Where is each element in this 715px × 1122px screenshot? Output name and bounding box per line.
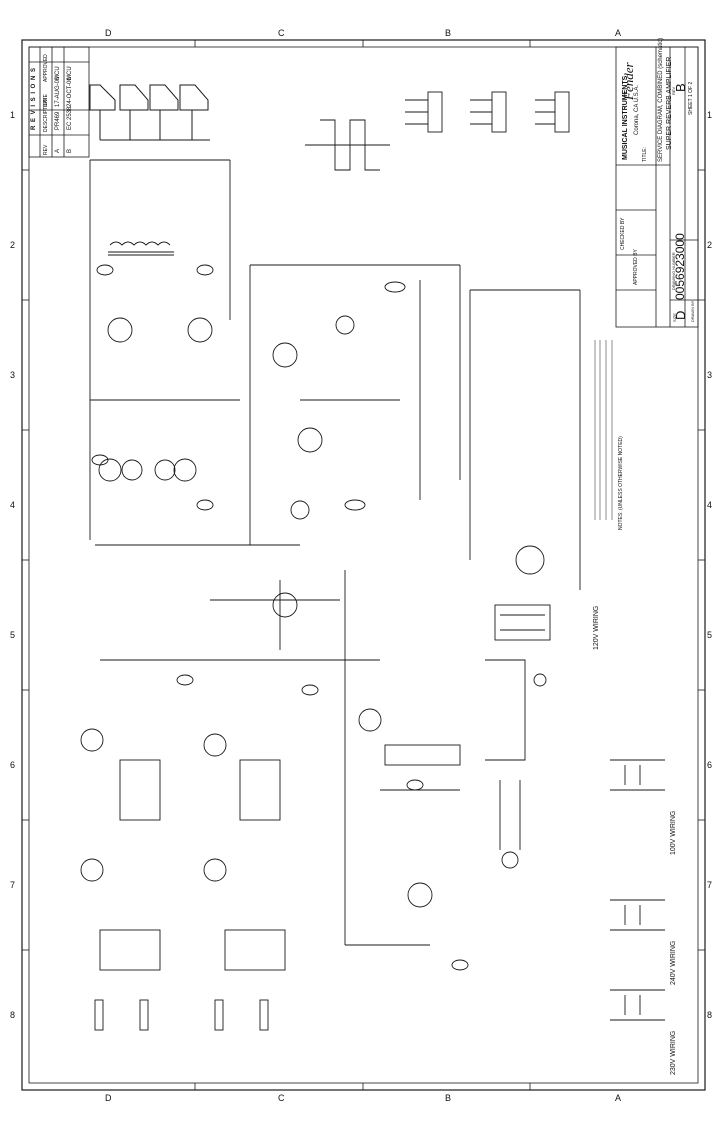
notes-heading: NOTES: (UNLESS OTHERWISE NOTED): [618, 436, 624, 530]
zone-label-bottom-B: B: [445, 1093, 452, 1103]
revisions-block: [28, 46, 90, 158]
preamp-section: [80, 570, 469, 971]
revisions-header-rev: REV: [43, 144, 49, 155]
zone-number-right-7: 7: [707, 880, 713, 890]
zone-label-top-B: B: [445, 28, 452, 38]
rev-value: B: [673, 83, 688, 92]
revisions-row-a-desc: PR469: [55, 111, 61, 130]
company-name: MUSICAL INSTRUMENTS: [622, 75, 629, 160]
revisions-row-a-date: 17-AUG-00: [55, 76, 61, 107]
size-value: D: [673, 310, 688, 320]
zone-number-left-1: 1: [10, 110, 16, 120]
wiring-label-240v: 240V WIRING: [670, 940, 677, 985]
zone-number-right-2: 2: [707, 240, 713, 250]
revisions-header-approved: APPROVED: [43, 54, 49, 82]
zone-number-left-3: 3: [10, 370, 16, 380]
zone-number-left-8: 8: [10, 1010, 16, 1020]
zone-label-top-A: A: [615, 28, 622, 38]
notes-column: [594, 340, 613, 520]
wiring-label-230v: 230V WIRING: [670, 1030, 677, 1075]
revisions-row-a-rev: A: [55, 148, 61, 153]
power-supply-section: [469, 289, 581, 869]
zone-number-right-3: 3: [707, 370, 713, 380]
speaker-array: [89, 84, 210, 141]
zone-number-right-6: 6: [707, 760, 713, 770]
connector-blocks: [405, 91, 570, 133]
drawing-number: 0056923000: [673, 233, 687, 300]
zone-label-bottom-A: A: [615, 1093, 622, 1103]
reverb-section: [249, 264, 461, 545]
revisions-row-b-date: 24-OCT-00: [67, 77, 73, 107]
drawn-by: DRAWN BY: [690, 300, 695, 322]
zone-number-right-1: 1: [707, 110, 713, 120]
input-jacks: [94, 999, 269, 1031]
zone-number-right-4: 4: [707, 500, 713, 510]
zone-number-left-4: 4: [10, 500, 16, 510]
alternate-wiring: [610, 759, 665, 1021]
wiring-label-120v: 120V WIRING: [593, 605, 600, 650]
revisions-row-b-rev: B: [67, 148, 73, 153]
zone-number-left-6: 6: [10, 760, 16, 770]
title-block: [615, 46, 699, 328]
zone-number-right-5: 5: [707, 630, 713, 640]
zone-label-bottom-C: C: [278, 1093, 285, 1103]
power-amp-section: [89, 159, 300, 546]
zone-label-top-D: D: [105, 28, 112, 38]
company-location: Corona, CA U.S.A.: [634, 84, 640, 135]
checked-by: CHECKED BY: [620, 217, 626, 250]
zone-label-top-C: C: [278, 28, 285, 38]
revisions-title: R E V I S I O N S: [31, 66, 37, 130]
title-line-2: SUPER REVERB AMPLIFIER: [666, 56, 673, 150]
approved-by: APPROVED BY: [633, 249, 639, 285]
revisions-row-a-approved: MCU: [55, 66, 61, 80]
revisions-header-date: DATE: [43, 94, 49, 107]
zone-number-right-8: 8: [707, 1010, 713, 1020]
title-line-1: SERVICE DIAGRAM, COMBINED (schematic): [658, 37, 664, 162]
zone-label-bottom-D: D: [105, 1093, 112, 1103]
zone-number-left-7: 7: [10, 880, 16, 890]
revisions-row-b-approved: MCU: [67, 66, 73, 80]
title-label: TITLE:: [642, 146, 648, 162]
revisions-row-b-desc: EC 2538: [67, 106, 73, 130]
waveform-diagram: [305, 119, 390, 171]
zone-number-left-2: 2: [10, 240, 16, 250]
sheet-number: SHEET 1 OF 2: [688, 81, 694, 115]
wiring-label-100v: 100V WIRING: [670, 810, 677, 855]
zone-number-left-5: 5: [10, 630, 16, 640]
